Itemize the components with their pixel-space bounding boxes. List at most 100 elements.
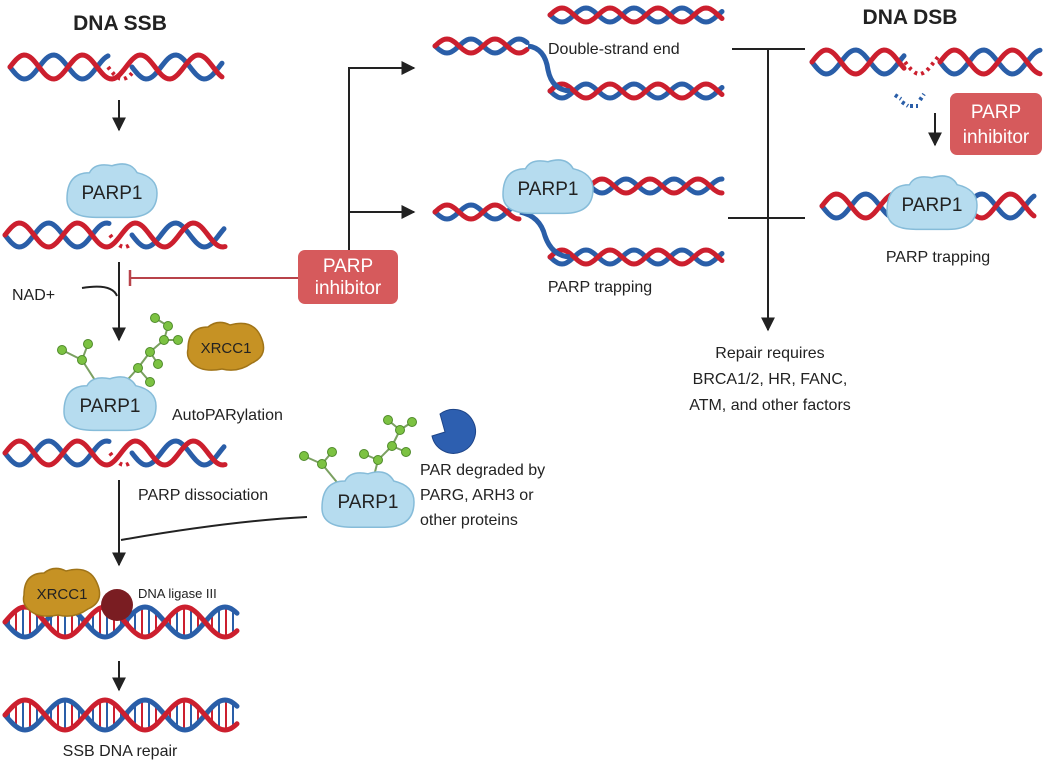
parp1-shape xyxy=(63,376,157,432)
strand-red xyxy=(432,202,522,222)
par-degraded-line2: PARG, ARH3 or xyxy=(420,487,534,504)
parp-trapping-label-right: PARP trapping xyxy=(886,249,990,266)
dna-repaired xyxy=(2,697,240,733)
inhibitor-label-line1: PARP xyxy=(323,256,373,277)
parp1-shape xyxy=(886,175,978,231)
double-strand-end-label: Double-strand end xyxy=(548,41,680,58)
parp-dissociation-curve xyxy=(120,516,308,541)
strand-blue xyxy=(129,220,227,250)
dsb-title: DNA DSB xyxy=(863,6,958,29)
ssb-title: DNA SSB xyxy=(73,12,167,35)
parp1-shape xyxy=(321,471,415,528)
parp-inhibitor-box-right: PARP inhibitor xyxy=(950,93,1042,155)
par-degraded-line3: other proteins xyxy=(420,512,518,529)
strand-red xyxy=(547,81,725,101)
strand-blue xyxy=(587,176,725,196)
inhibitor-box-bg xyxy=(950,93,1042,155)
par-unit xyxy=(159,335,169,345)
strand-blue xyxy=(129,438,227,468)
parp-dissociation-label: PARP dissociation xyxy=(138,487,268,504)
repair-requires-line2: BRCA1/2, HR, FANC, xyxy=(693,371,848,388)
parp-trapping-label-mid: PARP trapping xyxy=(548,279,652,296)
parg-enzyme-icon xyxy=(431,408,477,454)
parp1-shape xyxy=(66,163,158,219)
par-unit xyxy=(57,345,67,355)
strand-red xyxy=(547,247,725,267)
parp1-trapped-right: PARP1 xyxy=(886,175,978,231)
strand-red xyxy=(937,47,1043,77)
dna-strands-layer xyxy=(2,5,1043,733)
dna-ligase-label: DNA ligase III xyxy=(138,586,217,601)
trap-split-strand xyxy=(519,209,571,260)
dna-autoparylated xyxy=(2,438,228,468)
nad-input-curve xyxy=(81,285,118,297)
dna-ssb-input xyxy=(7,52,225,82)
par-unit xyxy=(299,451,309,461)
parp-inhibitor-box-center: PARP inhibitor xyxy=(298,250,398,304)
xrcc1-ligation: XRCC1 xyxy=(22,567,101,617)
dse-bottom-fragment xyxy=(547,81,725,101)
par-unit xyxy=(327,447,337,457)
repair-requires-line3: ATM, and other factors xyxy=(689,397,851,414)
par-unit xyxy=(407,417,417,427)
xrcc1-label: XRCC1 xyxy=(201,340,252,357)
trap-bottom-fragment xyxy=(547,247,725,267)
xrcc1-recruited: XRCC1 xyxy=(186,321,265,371)
strand-blue xyxy=(937,47,1043,77)
dna-ligase-iii-icon xyxy=(101,589,133,621)
par-unit xyxy=(317,459,327,469)
nick-dotted xyxy=(108,233,134,250)
strand-blue xyxy=(129,52,225,82)
par-degraded-line1: PAR degraded by xyxy=(420,462,545,479)
xrcc1-shape xyxy=(186,321,265,371)
parp1-autoparylated: PARP1 xyxy=(63,376,157,432)
dna-parp-bound xyxy=(2,220,228,250)
par-unit xyxy=(383,415,393,425)
dna-ligation xyxy=(2,604,240,640)
par-chains-dissociated xyxy=(299,415,417,487)
trap-top-fragment xyxy=(587,176,725,196)
inhibitor-label-line2: inhibitor xyxy=(963,127,1030,148)
strand-red xyxy=(587,176,725,196)
nad-label: NAD+ xyxy=(12,287,55,304)
par-unit xyxy=(163,321,173,331)
strand-blue xyxy=(809,47,907,77)
par-unit xyxy=(153,359,163,369)
nick-dotted xyxy=(108,451,134,468)
dse-split-strand xyxy=(527,43,571,94)
par-unit xyxy=(401,447,411,457)
par-unit xyxy=(150,313,160,323)
autoparylation-label: AutoPARylation xyxy=(172,407,283,424)
nick-dotted xyxy=(106,65,134,82)
par-unit xyxy=(395,425,405,435)
par-unit xyxy=(77,355,87,365)
strand-red xyxy=(432,36,530,56)
dsb-input xyxy=(809,47,1043,77)
dse-left-fragment xyxy=(432,36,530,56)
trap-left-fragment xyxy=(432,202,522,222)
parp1-label: PARP1 xyxy=(338,492,399,513)
parp1-bound-ssb: PARP1 xyxy=(66,163,158,219)
par-unit xyxy=(133,363,143,373)
parp1-shape xyxy=(502,159,594,215)
par-unit xyxy=(83,339,93,349)
par-unit xyxy=(359,449,369,459)
parp1-trapped-mid: PARP1 xyxy=(502,159,594,215)
nick-dotted xyxy=(903,54,941,77)
inhibitor-label-line1: PARP xyxy=(971,102,1021,123)
dsb-fragment-dots xyxy=(893,92,926,108)
parp1-label: PARP1 xyxy=(82,183,143,204)
xrcc1-shape xyxy=(22,567,101,617)
strand-red xyxy=(809,47,907,77)
strand-blue xyxy=(432,202,522,222)
inhibitor-box-bg xyxy=(298,250,398,304)
parp1-label: PARP1 xyxy=(80,396,141,417)
xrcc1-label: XRCC1 xyxy=(37,586,88,603)
strand-blue xyxy=(432,36,530,56)
par-unit xyxy=(145,377,155,387)
par-unit xyxy=(387,441,397,451)
par-unit xyxy=(173,335,183,345)
